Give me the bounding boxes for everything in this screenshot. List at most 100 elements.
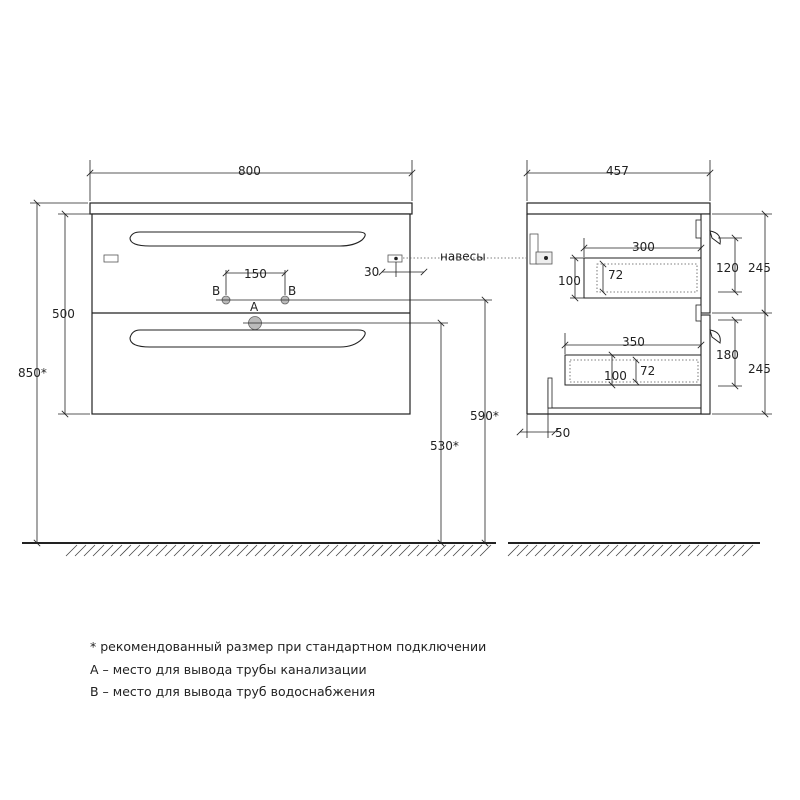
floor-hatch-line <box>732 544 745 557</box>
floor-hatch-line <box>461 544 474 557</box>
floor-hatch-line <box>110 544 123 557</box>
side-hinge-bracket-icon <box>529 233 553 265</box>
upper-drawer <box>583 257 702 299</box>
point-a-label: A <box>250 300 259 314</box>
floor-hatch-line <box>182 544 195 557</box>
floor-hatch-line <box>344 544 357 557</box>
floor-hatch-line <box>443 544 456 557</box>
floor-hatch-line <box>570 544 583 557</box>
floor-hatch-line <box>642 544 655 557</box>
upper-drawer-height-label: 100 <box>558 274 581 288</box>
point-b-right-label: B <box>288 284 296 298</box>
floor-hatch-line <box>714 544 727 557</box>
floor-hatch-line <box>561 544 574 557</box>
floor-hatch-line <box>191 544 204 557</box>
floor-hatch-line <box>507 544 520 557</box>
floor-hatch-line <box>687 544 700 557</box>
floor-hatch-line <box>245 544 258 557</box>
note-point-a: А – место для вывода трубы канализации <box>90 661 367 677</box>
floor-hatch-line <box>552 544 565 557</box>
upper-drawer-inner-label: 72 <box>608 268 623 282</box>
height-500-label: 500 <box>52 307 75 321</box>
floor-hatch-line <box>65 544 78 557</box>
front-countertop <box>89 202 413 215</box>
floor-hatch-line <box>128 544 141 557</box>
floor-hatch-line <box>723 544 736 557</box>
lower-drawer-depth-label: 350 <box>622 335 645 349</box>
side-lower-handle-icon <box>709 329 721 344</box>
floor-hatch-line <box>83 544 96 557</box>
floor-hatch-line <box>525 544 538 557</box>
floor-hatch-line <box>407 544 420 557</box>
floor-hatch-line <box>218 544 231 557</box>
floor-hatch-line <box>299 544 312 557</box>
floor-hatch-line <box>389 544 402 557</box>
floor-hatch-line <box>173 544 186 557</box>
floor-hatch-line <box>425 544 438 557</box>
upper-front-height-label: 120 <box>716 261 739 275</box>
floor-hatch-line <box>227 544 240 557</box>
point-b-left-label: B <box>212 284 220 298</box>
floor-hatch-line <box>326 544 339 557</box>
height-530-label: 530* <box>430 439 459 453</box>
floor-hatch-line <box>137 544 150 557</box>
floor-hatch-line <box>651 544 664 557</box>
floor-hatch-line <box>588 544 601 557</box>
bottom-offset-label: 50 <box>555 426 570 440</box>
depth-457-label: 457 <box>606 164 629 178</box>
floor-hatch-line <box>362 544 375 557</box>
hinges-label: навесы <box>440 250 486 264</box>
floor-hatch-line <box>741 544 754 557</box>
height-850-label: 850* <box>18 366 47 380</box>
height-590-label: 590* <box>470 409 499 423</box>
floor-hatch-line <box>678 544 691 557</box>
width-800-label: 800 <box>238 164 261 178</box>
floor-hatch-line <box>119 544 132 557</box>
floor-hatch-line <box>353 544 366 557</box>
floor-hatch-line <box>101 544 114 557</box>
floor-hatch-line <box>579 544 592 557</box>
floor-hatch-line <box>669 544 682 557</box>
lower-section-label: 245 <box>748 362 771 376</box>
floor-hatch-line <box>615 544 628 557</box>
floor-hatch-line <box>470 544 483 557</box>
floor-hatch-line <box>380 544 393 557</box>
floor-hatch-line <box>335 544 348 557</box>
floor-hatch-line <box>200 544 213 557</box>
left-hinge-icon <box>103 254 119 263</box>
lower-drawer-inner-label: 72 <box>640 364 655 378</box>
floor-hatch-line <box>281 544 294 557</box>
upper-drawer-depth-label: 300 <box>632 240 655 254</box>
note-asterisk: * рекомендованный размер при стандартном… <box>90 639 487 654</box>
side-countertop <box>526 202 711 215</box>
side-view: 457 300 100 72 120 245 350 100 72 <box>516 160 772 440</box>
floor-left-hatch <box>65 544 492 557</box>
floor-hatch-line <box>371 544 384 557</box>
floor-hatch-line <box>290 544 303 557</box>
note-point-b: В – место для вывода труб водоснабжения <box>90 684 376 699</box>
floor-hatch-line <box>272 544 285 557</box>
floor-hatch-line <box>263 544 276 557</box>
floor-hatch-line <box>146 544 159 557</box>
floor-hatch-line <box>74 544 87 557</box>
side-upper-front <box>700 213 711 314</box>
notes: * рекомендованный размер при стандартном… <box>90 636 710 704</box>
floor-hatch-line <box>660 544 673 557</box>
floor-hatch-line <box>317 544 330 557</box>
floor-hatch-line <box>416 544 429 557</box>
floor-hatch-line <box>92 544 105 557</box>
floor-hatch-line <box>254 544 267 557</box>
side-upper-handle-icon <box>709 230 721 245</box>
floor-hatch-line <box>624 544 637 557</box>
floor-hatch-line <box>597 544 610 557</box>
floor-hatch-line <box>155 544 168 557</box>
floor-hatch-line <box>516 544 529 557</box>
floor-hatch-line <box>398 544 411 557</box>
lower-drawer-height-label: 100 <box>604 369 627 383</box>
upper-drawer-handle <box>129 231 366 247</box>
upper-section-label: 245 <box>748 261 771 275</box>
floor-hatch-line <box>479 544 492 557</box>
floor-hatch-line <box>606 544 619 557</box>
front-view: навесы B B A 150 30 800 500 <box>18 160 526 547</box>
